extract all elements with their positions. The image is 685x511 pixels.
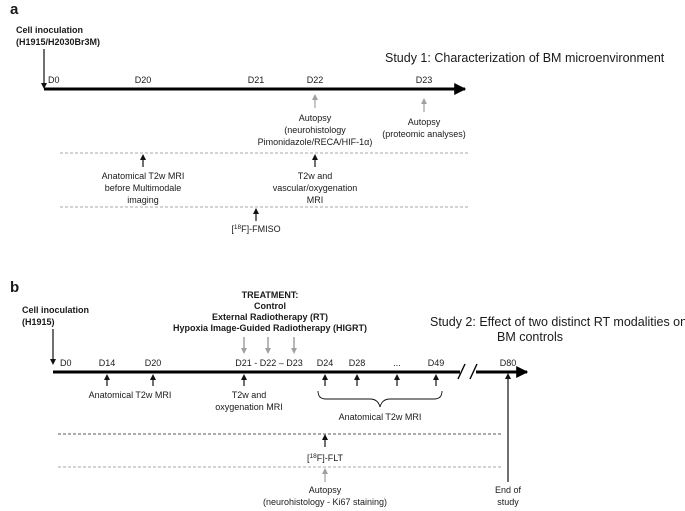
panel-a-autopsy-1-line-3: Pimonidazole/RECA/HIF-1α) (258, 137, 373, 147)
panel-a-inoculation-line-1: Cell inoculation (16, 25, 83, 35)
panel-b-study-title-line-1: Study 2: Effect of two distinct RT modal… (430, 315, 685, 329)
panel-b-study-title-line-2: BM controls (497, 330, 563, 344)
panel-a-autopsy-1-line-1: Autopsy (299, 113, 332, 123)
panel-b-day-d14: D14 (99, 358, 116, 368)
treatment-rt-label: External Radiotherapy (RT) (212, 312, 328, 322)
panel-a-day-d0: D0 (48, 75, 60, 85)
panel-b-day-ellipsis: ... (393, 358, 401, 368)
panel-a-day-d20: D20 (135, 75, 152, 85)
panel-a-mri-2-line-1: T2w and (298, 171, 333, 181)
panel-a-mri-1-line-2: before Multimodale (105, 183, 182, 193)
treatment-higrt-label: Hypoxia Image-Guided Radiotherapy (HIGRT… (173, 323, 367, 333)
panel-a-mri-1-line-3: imaging (127, 195, 159, 205)
panel-b-mri-2-line-2: oxygenation MRI (215, 402, 283, 412)
panel-a-autopsy-1-line-2: (neurohistology (284, 125, 346, 135)
panel-a-autopsy-2-line-2: (proteomic analyses) (382, 129, 466, 139)
panel-b-day-d28: D28 (349, 358, 366, 368)
panel-b-day-d20: D20 (145, 358, 162, 368)
panel-b-day-d49: D49 (428, 358, 445, 368)
panel-a-day-d21: D21 (248, 75, 265, 85)
panel-b-day-d80: D80 (500, 358, 517, 368)
treatment-control-label: Control (254, 301, 286, 311)
panel-a-mri-1-line-1: Anatomical T2w MRI (102, 171, 185, 181)
panel-a-day-d22: D22 (307, 75, 324, 85)
panel-b-autopsy-line-1: Autopsy (309, 485, 342, 495)
panel-b-mri-group-brace (317, 390, 443, 408)
panel-b-inoculation-line-2: (H1915) (22, 317, 55, 327)
panel-a-letter: a (10, 1, 19, 18)
panel-a-pet-label: [18F]-FMISO (231, 224, 280, 234)
panel-b-inoculation-line-1: Cell inoculation (22, 305, 89, 315)
end-of-study-line-1: End of (495, 485, 522, 495)
panel-b-day-d24: D24 (317, 358, 334, 368)
panel-a-autopsy-2-line-1: Autopsy (408, 117, 441, 127)
end-of-study-line-2: study (497, 497, 519, 507)
panel-b-autopsy-line-2: (neurohistology - Ki67 staining) (263, 497, 387, 507)
treatment-heading: TREATMENT: (242, 290, 299, 300)
panel-a-mri-2-line-2: vascular/oxygenation (273, 183, 358, 193)
panel-a-day-d23: D23 (416, 75, 433, 85)
timeline-break-mark-2 (469, 363, 478, 380)
panel-b-day-d0: D0 (60, 358, 72, 368)
timeline-break-mark-1 (457, 363, 466, 380)
panel-b-day-d21-d23: D21 - D22 – D23 (235, 358, 303, 368)
panel-b-mri-3-label: Anatomical T2w MRI (339, 412, 422, 422)
panel-b-letter: b (10, 279, 19, 296)
panel-a-inoculation-line-2: (H1915/H2030Br3M) (16, 37, 100, 47)
panel-b-mri-2-line-1: T2w and (232, 390, 267, 400)
panel-a-study-title: Study 1: Characterization of BM microenv… (385, 51, 665, 65)
panel-b-pet-label: [18F]-FLT (307, 453, 344, 463)
panel-b-mri-1-label: Anatomical T2w MRI (89, 390, 172, 400)
panel-a-mri-2-line-3: MRI (307, 195, 324, 205)
